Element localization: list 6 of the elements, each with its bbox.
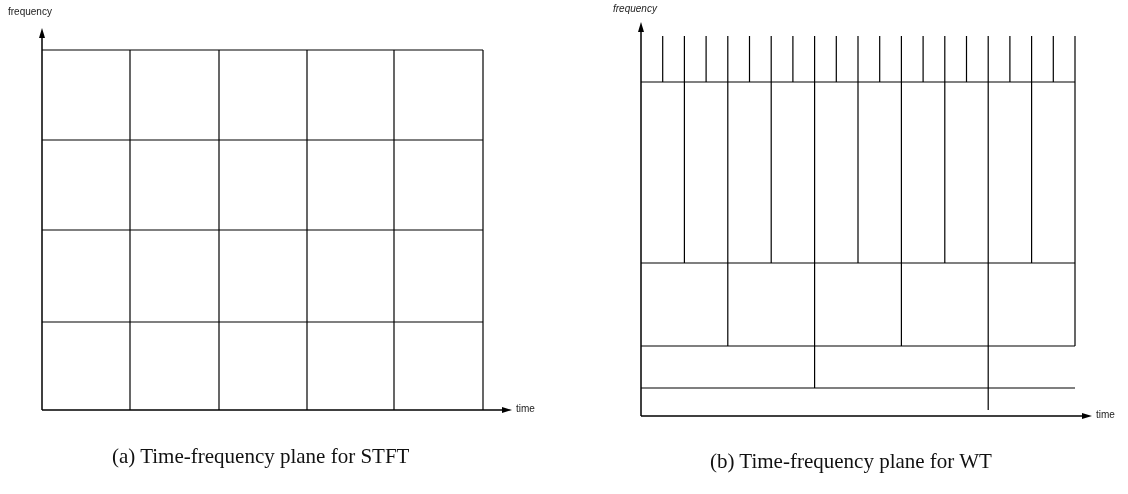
axis-label: time <box>516 403 535 414</box>
axis-label: time <box>1096 409 1115 420</box>
figure-caption: (b) Time-frequency plane for WT <box>710 449 992 474</box>
figure-caption: (a) Time-frequency plane for STFT <box>112 444 410 469</box>
axis-label: frequency <box>8 6 52 17</box>
axis-label: frequency <box>613 3 657 14</box>
